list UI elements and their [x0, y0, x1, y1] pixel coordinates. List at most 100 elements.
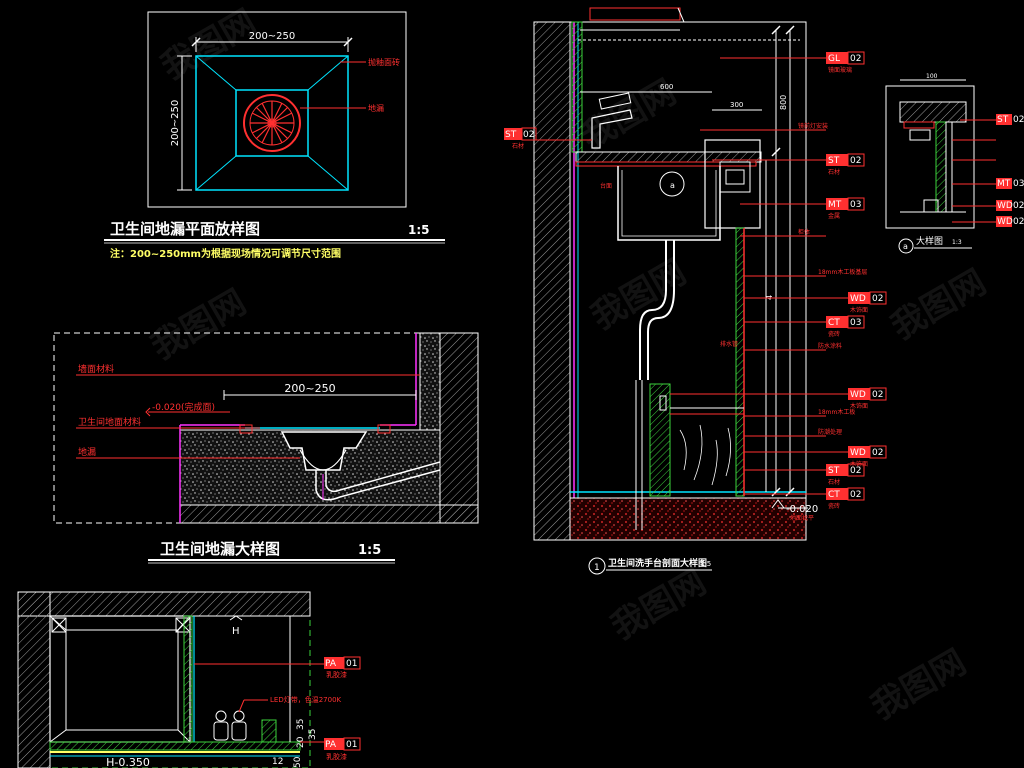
svg-text:01: 01	[346, 659, 357, 669]
material-tag: MT 03 金属	[826, 197, 865, 220]
material-tag: CT 03 瓷砖	[826, 315, 865, 338]
svg-text:木饰面: 木饰面	[850, 306, 868, 314]
drain-grate-icon	[243, 94, 301, 152]
vanity-level: -0.020	[786, 504, 818, 515]
svg-text:02: 02	[850, 156, 861, 166]
svg-text:木饰面: 木饰面	[850, 402, 868, 410]
svg-text:石材: 石材	[512, 142, 524, 150]
svg-text:02: 02	[872, 448, 883, 458]
watermark-text: 我图网	[605, 562, 713, 648]
svg-text:WD: WD	[997, 201, 1013, 211]
material-tag: WD 02	[996, 200, 1024, 211]
material-tag: CT 02 瓷砖	[826, 487, 865, 510]
svg-text:MT: MT	[997, 179, 1011, 189]
vanity-note: 地面找平	[790, 514, 814, 522]
wall-dim-h: H	[232, 626, 240, 637]
wall-note: LED灯带，色温2700K	[270, 695, 342, 704]
svg-text:MT: MT	[828, 200, 842, 210]
faucet-icon	[591, 92, 633, 149]
material-tag: WD 02 木饰面	[848, 291, 887, 314]
detail-a: 100 ST 02 MT 03 WD 02	[885, 73, 1024, 254]
detail-title: 大样图	[916, 235, 943, 247]
wall-dim-right-3: 35	[308, 729, 318, 740]
watermark-text: 我图网	[585, 252, 693, 338]
svg-text:01: 01	[346, 740, 357, 750]
svg-text:瓷砖: 瓷砖	[828, 502, 840, 510]
vanity-title: 卫生间洗手台剖面大样图	[608, 557, 707, 569]
svg-text:ST: ST	[997, 115, 1009, 125]
plan-outer-square	[195, 55, 349, 191]
svg-text:02: 02	[872, 294, 883, 304]
svg-text:WD: WD	[850, 390, 866, 400]
svg-text:金属: 金属	[828, 212, 840, 220]
svg-text:CT: CT	[828, 318, 840, 328]
wall-level: H-0.350	[106, 756, 150, 768]
vanity-dim-2: 4	[765, 295, 774, 300]
svg-text:03: 03	[1013, 179, 1024, 189]
svg-text:乳胶漆: 乳胶漆	[326, 752, 347, 761]
section-callout-drain: 地漏	[78, 446, 96, 458]
svg-text:WD: WD	[850, 294, 866, 304]
svg-text:02: 02	[850, 466, 861, 476]
material-tag: ST 02 石材	[504, 127, 537, 150]
svg-text:ST: ST	[505, 130, 517, 140]
basin-icon: a	[617, 166, 721, 241]
drain-body-icon	[280, 431, 441, 501]
svg-text:石材: 石材	[828, 478, 840, 486]
watermark-text: 我图网	[885, 262, 993, 348]
svg-text:石材: 石材	[828, 168, 840, 176]
vanity-note: 18mm木工板	[818, 408, 855, 416]
svg-text:03: 03	[850, 200, 861, 210]
vanity-note: 防潮处理	[818, 428, 842, 436]
vanity-section: a 800	[504, 7, 887, 575]
svg-text:乳胶漆: 乳胶漆	[326, 670, 347, 679]
plan-dim-top: 200~250	[249, 31, 296, 42]
svg-text:02: 02	[1013, 115, 1024, 125]
svg-text:WD: WD	[997, 217, 1013, 227]
plan-scale: 1:5	[408, 223, 430, 237]
plan-inner-square	[235, 89, 309, 157]
detail-marker	[898, 238, 914, 254]
svg-text:02: 02	[850, 490, 861, 500]
svg-text:ST: ST	[828, 466, 840, 476]
plan-dim-side: 200~250	[170, 100, 181, 147]
section-dim: 200~250	[284, 382, 335, 395]
material-tag: PA 01 乳胶漆	[324, 656, 361, 679]
svg-text:GL: GL	[828, 54, 840, 64]
wall-dim-bottom-2: 50	[293, 756, 303, 768]
material-tag: WD 02 木饰面	[848, 445, 887, 468]
watermark-text: 我图网	[145, 282, 253, 368]
watermark-text: 我图网	[155, 2, 263, 88]
light-fixture-icon	[213, 710, 247, 741]
vanity-note: 18mm木工板基层	[818, 268, 867, 276]
material-tag: PA 01 乳胶漆	[324, 737, 361, 761]
detail-scale: 1:3	[952, 239, 962, 246]
svg-text:ST: ST	[828, 156, 840, 166]
section-level: -0.020(完成面)	[152, 401, 215, 413]
svg-text:02: 02	[850, 54, 861, 64]
vanity-circle-label: 1	[594, 563, 600, 573]
section-callout-wall: 墙面材料	[78, 363, 114, 375]
plan-callout-drain: 地漏	[368, 103, 384, 113]
vanity-note: 镜前灯安装	[798, 122, 828, 130]
svg-text:02: 02	[872, 390, 883, 400]
plan-callout-tile: 抛釉面砖	[368, 57, 400, 67]
material-tag: ST 02	[996, 114, 1024, 125]
vanity-dim-1: 800	[779, 95, 788, 110]
svg-text:PA: PA	[325, 740, 337, 750]
wall-dim-right-2: 35	[296, 719, 306, 730]
material-tag: MT 03	[996, 178, 1024, 189]
svg-text:02: 02	[1013, 217, 1024, 227]
material-tag: GL 02 镜面玻璃	[826, 51, 865, 74]
material-tag: WD 02 木饰面	[848, 387, 887, 410]
wall-niche-detail: H 20 35 35 H-0.350 12 50 LED灯带，色温2700K P…	[17, 591, 361, 768]
detail-frame	[885, 85, 975, 229]
svg-text:03: 03	[850, 318, 861, 328]
svg-text:镜面玻璃: 镜面玻璃	[828, 66, 852, 74]
vanity-note: 排水管	[720, 340, 738, 348]
vanity-dim-300: 300	[730, 101, 743, 109]
svg-text:a: a	[670, 181, 675, 190]
plan-note: 注：200~250mm为根据现场情况可调节尺寸范围	[110, 247, 341, 260]
svg-text:CT: CT	[828, 490, 840, 500]
